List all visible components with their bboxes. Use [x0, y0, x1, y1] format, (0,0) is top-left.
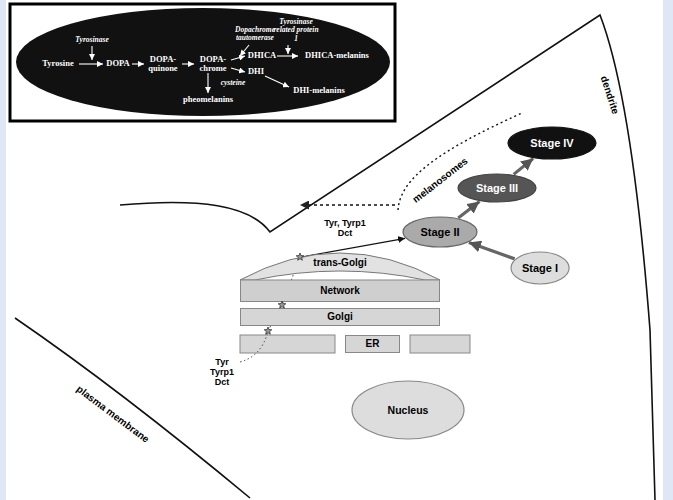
arrow-connector — [469, 242, 515, 258]
er-cisterna: ER — [345, 335, 400, 353]
pathway-arrow — [277, 55, 298, 56]
reagent-label: cysteine — [221, 79, 246, 87]
node-text: Stage IV — [530, 137, 573, 150]
metabolite-label: DOPA- chrome — [194, 55, 232, 74]
ellipse-outline — [508, 127, 596, 159]
pathway-arrow — [91, 46, 92, 60]
arrow-connector — [458, 201, 479, 217]
node-text: Stage I — [522, 262, 558, 275]
pathway-arrow — [231, 56, 245, 60]
node-text: Nucleus — [388, 404, 429, 416]
metabolite-label: DHI — [248, 67, 264, 76]
pathway-arrow — [240, 45, 249, 56]
part-label: plasma membrane — [75, 383, 152, 445]
pathway-arrow — [79, 63, 103, 64]
pathway-ellipse — [16, 8, 390, 116]
node-text: ER — [366, 338, 380, 350]
edge-label: Tyr, Tyrp1 Dct — [316, 218, 374, 239]
pigment-label: pheomelanins — [183, 95, 233, 104]
arrow-connector — [514, 158, 533, 174]
ellipse-outline — [458, 174, 536, 202]
pathway-arrow — [207, 73, 208, 93]
ellipse-outline — [511, 252, 569, 284]
protein-label: Tyr Tyrp1 Dct — [207, 358, 237, 388]
node-text: Golgi — [327, 311, 353, 323]
ellipse-outline — [403, 217, 477, 247]
er-cisterna — [240, 335, 335, 353]
rect-outline — [241, 309, 440, 326]
white-panel — [6, 0, 663, 500]
node-text: Stage II — [420, 226, 459, 239]
pigment-label: DHICA-melanins — [305, 51, 369, 60]
node-text: trans-Golgi Network — [300, 249, 380, 305]
melanosome-stage: Stage II — [402, 216, 478, 248]
metabolite-label: DOPA — [106, 59, 129, 68]
metabolite-label: DOPA- quinone — [143, 55, 183, 74]
pathway-arrow — [231, 68, 245, 72]
pathway-arrow — [287, 45, 288, 54]
metabolite-label: Tyrosine — [42, 59, 73, 68]
ellipse-outline — [352, 381, 464, 439]
rect-outline — [346, 336, 400, 353]
pathway-arrow — [265, 76, 289, 87]
cargo-star — [278, 301, 286, 308]
trans-golgi-network: trans-Golgi Network — [240, 240, 440, 302]
melanosome-stage: Stage I — [510, 251, 570, 285]
inset-frame — [10, 4, 395, 121]
node-text: Stage III — [476, 182, 518, 195]
cargo-star — [296, 253, 304, 260]
part-label: melanosomes — [410, 155, 469, 205]
golgi-stack: Golgi — [240, 308, 440, 326]
pathway-arrow — [182, 63, 194, 64]
cell-outline — [120, 15, 655, 500]
secretion-arrow — [300, 204, 395, 206]
pathway-arrows — [79, 45, 298, 93]
enzyme-label: Tyrosinase related protein 1 — [272, 18, 320, 43]
plasma-membrane-line — [15, 318, 250, 498]
pathway-arrow — [132, 63, 144, 64]
part-label: dendrite — [599, 75, 622, 116]
melanosome-stage: Stage III — [457, 173, 537, 203]
nucleus: Nucleus — [351, 380, 465, 440]
enzyme-label: Tyrosinase — [75, 36, 108, 44]
er-cisterna — [410, 335, 470, 353]
pigment-label: DHI-melanins — [293, 86, 344, 95]
cargo-star — [264, 327, 272, 334]
metabolite-label: DHICA — [248, 51, 276, 60]
melanosome-stage: Stage IV — [507, 126, 597, 160]
